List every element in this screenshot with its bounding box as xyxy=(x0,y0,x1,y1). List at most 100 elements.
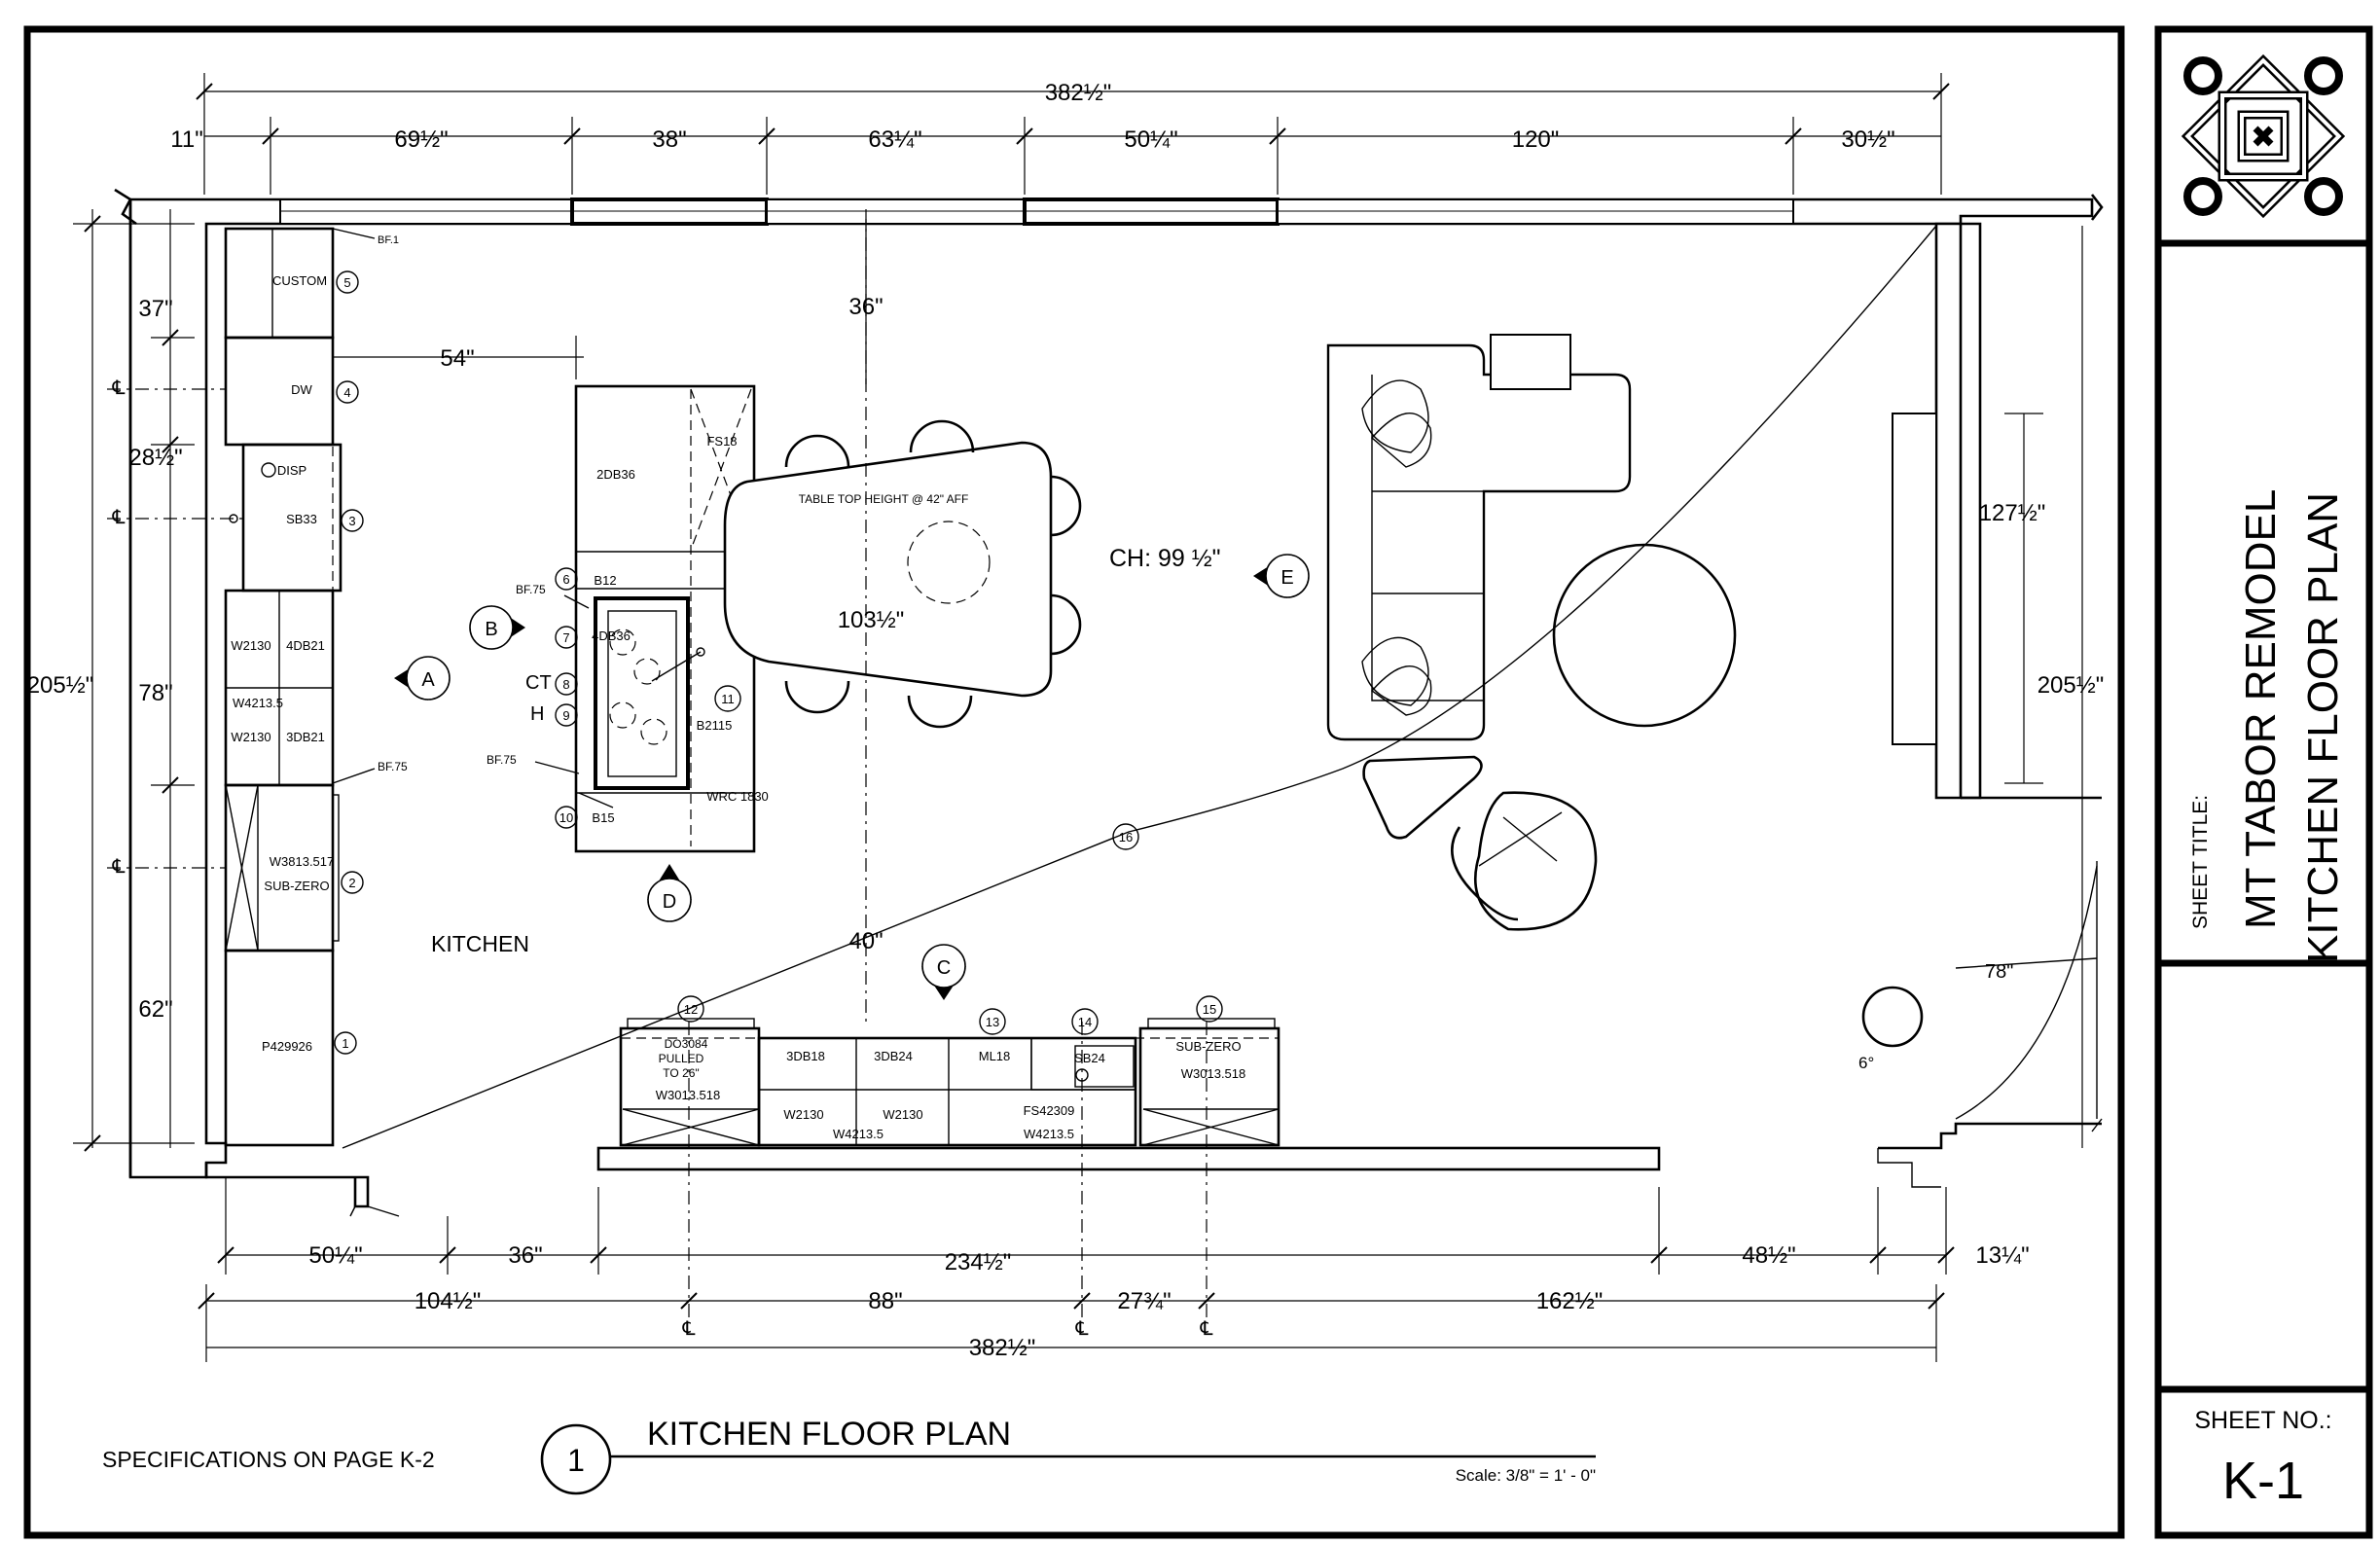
centerline-mark: ℄ xyxy=(682,1318,696,1340)
door-size-label: 78" xyxy=(1985,961,2013,983)
tag-number: 1 xyxy=(342,1036,348,1051)
cab-label: 3DB18 xyxy=(786,1049,825,1063)
project-name: MT TABOR REMODEL xyxy=(2237,489,2285,929)
cab-label: W2130 xyxy=(231,730,270,744)
tag-number: 15 xyxy=(1203,1002,1216,1017)
dim-island-offset: 54" xyxy=(440,345,474,372)
cab-label: CUSTOM xyxy=(272,273,327,288)
elevation-marker-c: C xyxy=(921,944,966,1000)
cab-label: SB33 xyxy=(286,512,317,526)
dim-top-overall: 382½" xyxy=(1045,80,1112,106)
title-block-border xyxy=(2154,25,2373,1539)
cab-label: FS18 xyxy=(706,434,737,449)
elevation-markers: A B C D E xyxy=(394,554,1310,1000)
cab-label: W4213.5 xyxy=(233,696,283,710)
door-angle-label: 6° xyxy=(1858,1054,1874,1072)
sightline-curve xyxy=(342,225,1937,1149)
specs-note: SPECIFICATIONS ON PAGE K-2 xyxy=(102,1447,435,1472)
dim-bottom-3: 234½" xyxy=(945,1249,1012,1276)
cab-label: W2130 xyxy=(783,1107,823,1122)
dim-top-4: 63¼" xyxy=(868,126,921,153)
cab-label: DW xyxy=(291,382,312,397)
cab-label: W3013.518 xyxy=(656,1088,721,1102)
tag-number: 12 xyxy=(684,1002,698,1017)
sheet-no: K-1 xyxy=(2222,1452,2304,1510)
tag-number: 10 xyxy=(559,810,573,825)
cab-label: W4213.5 xyxy=(1024,1127,1074,1141)
cab-label: B15 xyxy=(592,810,614,825)
drawing-title: KITCHEN FLOOR PLAN xyxy=(647,1416,1011,1453)
centerlines xyxy=(107,209,1208,1323)
centerline-mark: ℄ xyxy=(1075,1318,1089,1340)
dim-top-5: 50¼" xyxy=(1124,126,1177,153)
elevation-marker-d: D xyxy=(647,864,692,922)
bottom-wall-cabinets xyxy=(619,1018,1280,1147)
tag-number: 7 xyxy=(562,630,569,645)
elevation-marker-e: E xyxy=(1253,554,1310,598)
cab-label: W3013.518 xyxy=(1181,1066,1246,1081)
cab-label: ML18 xyxy=(979,1049,1011,1063)
elevation-marker-a: A xyxy=(394,656,451,701)
cab-label: SUB-ZERO xyxy=(1175,1039,1241,1054)
tag-number: 2 xyxy=(348,876,355,890)
dim-bottom-9: 162½" xyxy=(1536,1288,1604,1314)
elevation-letter: B xyxy=(485,619,497,640)
tag-number: 16 xyxy=(1119,830,1133,844)
sheet-title: KITCHEN FLOOR PLAN xyxy=(2299,492,2347,963)
cab-label: FS42309 xyxy=(1024,1103,1075,1118)
drawing-border xyxy=(23,25,2125,1539)
dim-table-length: 103½" xyxy=(838,607,905,633)
dimension-text: 382½" 11" 69½" 38" 63¼" 50¼" 120" 30½" 2… xyxy=(27,80,2105,1361)
cab-label: TO 26" xyxy=(663,1066,699,1080)
dim-bottom-7: 88" xyxy=(868,1288,902,1314)
cab-label: SUB-ZERO xyxy=(264,879,329,893)
cab-label: W4213.5 xyxy=(833,1127,883,1141)
dim-top-1: 11" xyxy=(170,126,202,153)
dimension-lines xyxy=(73,73,2083,1362)
dim-bottom-2: 36" xyxy=(508,1242,542,1269)
dim-top-6: 120" xyxy=(1512,126,1560,153)
dim-top-clearance: 36" xyxy=(848,294,883,320)
drawing-scale: Scale: 3/8" = 1' - 0" xyxy=(1456,1466,1596,1485)
left-wall-cabinets xyxy=(224,227,343,1147)
dim-left-2: 28½" xyxy=(128,445,182,471)
centerline-mark: ℄ xyxy=(112,856,126,878)
dining-table xyxy=(723,419,1082,729)
elevation-letter: E xyxy=(1280,567,1293,589)
cab-label: B2115 xyxy=(697,718,733,733)
cab-label: BF.75 xyxy=(378,760,408,773)
tag-number: 3 xyxy=(348,514,355,528)
dim-bottom-1: 50¼" xyxy=(308,1242,362,1269)
dim-left-3: 78" xyxy=(138,680,172,706)
cab-label: DO3084 xyxy=(665,1037,708,1051)
drawing-number: 1 xyxy=(567,1443,585,1478)
sheet-no-label: SHEET NO.: xyxy=(2194,1407,2331,1434)
elevation-letter: C xyxy=(937,957,951,979)
cab-label: P429926 xyxy=(262,1039,312,1054)
tag-number: 13 xyxy=(986,1015,999,1029)
keynote-tags: 1 2 3 4 5 6 7 8 9 10 11 12 13 14 15 16 xyxy=(334,270,1223,1055)
tag-number: 6 xyxy=(562,572,569,587)
ceiling-height-label: CH: 99 ½" xyxy=(1109,545,1220,572)
cabinet-labels: CUSTOM DW DISP SB33 W2130 4DB21 W4213.5 … xyxy=(231,234,1245,1141)
dim-right-outer: 205½" xyxy=(2037,672,2105,699)
elevation-letter: D xyxy=(663,891,676,913)
cab-label: BF.75 xyxy=(516,583,546,596)
dim-island-clearance: 40" xyxy=(848,928,883,954)
cab-label: 3DB24 xyxy=(874,1049,913,1063)
tag-number: 4 xyxy=(343,385,350,400)
cab-label: 4DB36 xyxy=(592,629,631,643)
cab-label: BF.75 xyxy=(487,753,517,767)
dim-top-7: 30½" xyxy=(1841,126,1894,153)
room-label-kitchen: KITCHEN xyxy=(431,931,529,956)
dim-left-outer: 205½" xyxy=(27,672,94,699)
elevation-marker-b: B xyxy=(469,605,525,650)
dim-bottom-4: 48½" xyxy=(1742,1242,1795,1269)
cab-label: PULLED xyxy=(659,1052,704,1065)
cab-label: 2DB36 xyxy=(596,467,635,482)
door-swing xyxy=(1955,861,2098,1120)
cab-label: W2130 xyxy=(883,1107,922,1122)
exterior-walls xyxy=(114,188,2104,1217)
table-height-note: TABLE TOP HEIGHT @ 42" AFF xyxy=(799,492,969,506)
